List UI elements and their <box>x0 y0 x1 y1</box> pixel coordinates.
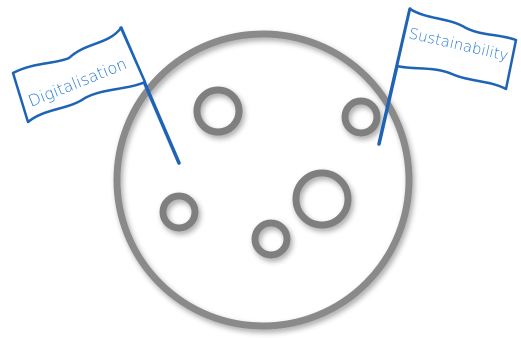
crater <box>341 97 381 137</box>
crater <box>251 219 291 259</box>
planet-outline <box>113 30 413 330</box>
craters <box>159 86 381 259</box>
flag-digitalisation: Digitalisation <box>11 26 181 165</box>
crater <box>159 192 199 232</box>
flag-cloth-left <box>11 26 147 124</box>
crater <box>292 169 352 229</box>
crater <box>193 86 243 136</box>
flag-cloth-right <box>395 7 518 91</box>
planet <box>113 30 413 330</box>
